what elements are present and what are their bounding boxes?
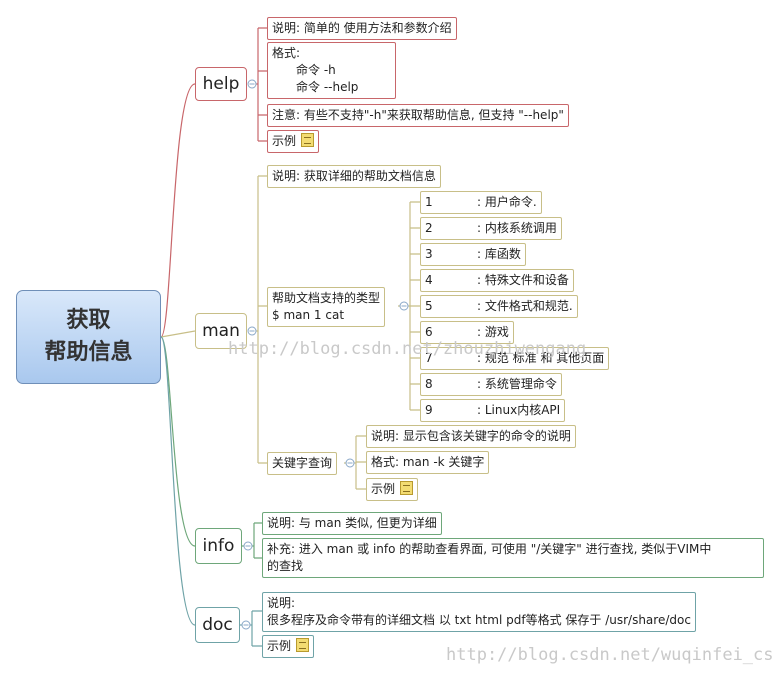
topic-doc[interactable]: doc	[195, 607, 240, 643]
man-section-number: 2	[425, 221, 433, 235]
help-example[interactable]: 示例	[267, 130, 320, 153]
watermark-bottom: http://blog.csdn.net/wuqinfei_cs	[446, 645, 774, 665]
info-supplement-line1: 补充: 进入 man 或 info 的帮助查看界面, 可使用 "/关键字" 进行…	[267, 542, 712, 556]
doc-description-line1: 说明:	[267, 596, 296, 610]
topic-help[interactable]: help	[195, 67, 247, 101]
man-section-number: 6	[425, 325, 433, 339]
man-section-number: 9	[425, 403, 433, 417]
man-keyword-format-text: 格式: man -k 关键字	[371, 455, 485, 469]
help-description[interactable]: 说明: 简单的 使用方法和参数介绍	[267, 17, 457, 40]
man-section-desc: : 库函数	[477, 247, 521, 261]
topic-info[interactable]: info	[195, 528, 242, 564]
doc-example[interactable]: 示例	[262, 635, 315, 658]
man-description[interactable]: 说明: 获取详细的帮助文档信息	[267, 165, 441, 188]
man-section-8[interactable]: 8 : 系统管理命令	[420, 373, 562, 396]
topic-info-label: info	[202, 536, 235, 556]
root-title-line1: 获取	[66, 308, 111, 333]
man-keyword-format[interactable]: 格式: man -k 关键字	[366, 451, 490, 474]
info-description-text: 说明: 与 man 类似, 但更为详细	[267, 516, 437, 530]
man-doc-types-line2: $ man 1 cat	[272, 308, 345, 322]
info-supplement-line2: 的查找	[267, 559, 304, 573]
info-supplement[interactable]: 补充: 进入 man 或 info 的帮助查看界面, 可使用 "/关键字" 进行…	[262, 538, 764, 578]
man-section-desc: : 游戏	[477, 325, 509, 339]
man-keyword-description[interactable]: 说明: 显示包含该关键字的命令的说明	[366, 425, 576, 448]
man-section-desc: : Linux内核API	[477, 403, 561, 417]
doc-example-label: 示例	[267, 639, 292, 653]
info-description[interactable]: 说明: 与 man 类似, 但更为详细	[262, 512, 442, 535]
man-section-number: 8	[425, 377, 433, 391]
man-section-7[interactable]: 7 : 规范 标准 和 其他页面	[420, 347, 610, 370]
man-section-2[interactable]: 2 : 内核系统调用	[420, 217, 562, 240]
man-section-number: 1	[425, 195, 433, 209]
man-keyword-example-label: 示例	[371, 482, 396, 496]
help-notice-text: 注意: 有些不支持"-h"来获取帮助信息, 但支持 "--help"	[272, 108, 564, 122]
watermark-middle: http://blog.csdn.net/zhouzhiwengang	[228, 339, 587, 359]
doc-description[interactable]: 说明: 很多程序及命令带有的详细文档 以 txt html pdf等格式 保存于…	[262, 592, 696, 632]
man-section-number: 7	[425, 351, 433, 365]
root-topic[interactable]: 获取 帮助信息	[16, 290, 161, 384]
man-section-4[interactable]: 4 : 特殊文件和设备	[420, 269, 574, 292]
topic-man[interactable]: man	[195, 313, 247, 349]
man-section-number: 3	[425, 247, 433, 261]
man-section-1[interactable]: 1 : 用户命令.	[420, 191, 542, 214]
man-section-desc: : 文件格式和规范.	[477, 299, 573, 313]
man-section-desc: : 内核系统调用	[477, 221, 557, 235]
note-icon[interactable]	[296, 638, 310, 652]
man-doc-types-line1: 帮助文档支持的类型	[272, 291, 381, 305]
man-section-number: 5	[425, 299, 433, 313]
man-section-5[interactable]: 5 : 文件格式和规范.	[420, 295, 578, 318]
man-section-number: 4	[425, 273, 433, 287]
man-section-3[interactable]: 3 : 库函数	[420, 243, 526, 266]
help-format-title: 格式:	[272, 46, 301, 60]
man-doc-types[interactable]: 帮助文档支持的类型 $ man 1 cat	[267, 287, 386, 327]
man-section-desc: : 用户命令.	[477, 195, 537, 209]
topic-help-label: help	[202, 74, 240, 94]
help-format-line1: 命令 -h	[296, 63, 336, 77]
topic-man-label: man	[202, 321, 240, 341]
man-section-desc: : 特殊文件和设备	[477, 273, 569, 287]
man-section-6[interactable]: 6 : 游戏	[420, 321, 514, 344]
man-section-desc: : 系统管理命令	[477, 377, 557, 391]
root-title-line2: 帮助信息	[44, 340, 133, 365]
man-keyword-description-text: 说明: 显示包含该关键字的命令的说明	[371, 429, 571, 443]
note-icon[interactable]	[400, 481, 414, 495]
note-icon[interactable]	[301, 133, 315, 147]
man-section-desc: : 规范 标准 和 其他页面	[477, 351, 605, 365]
man-description-text: 说明: 获取详细的帮助文档信息	[272, 169, 436, 183]
man-keyword-search[interactable]: 关键字查询	[267, 452, 338, 475]
help-example-label: 示例	[272, 134, 297, 148]
man-section-9[interactable]: 9 : Linux内核API	[420, 399, 566, 422]
topic-doc-label: doc	[202, 615, 233, 635]
help-format[interactable]: 格式: 命令 -h 命令 --help	[267, 42, 396, 99]
help-description-text: 说明: 简单的 使用方法和参数介绍	[272, 21, 452, 35]
man-keyword-example[interactable]: 示例	[366, 478, 419, 501]
collapse-toggles	[241, 79, 409, 630]
man-keyword-label: 关键字查询	[272, 456, 333, 470]
help-notice[interactable]: 注意: 有些不支持"-h"来获取帮助信息, 但支持 "--help"	[267, 104, 569, 127]
help-format-line2: 命令 --help	[296, 80, 359, 94]
doc-description-line2: 很多程序及命令带有的详细文档 以 txt html pdf等格式 保存于 /us…	[267, 613, 691, 627]
